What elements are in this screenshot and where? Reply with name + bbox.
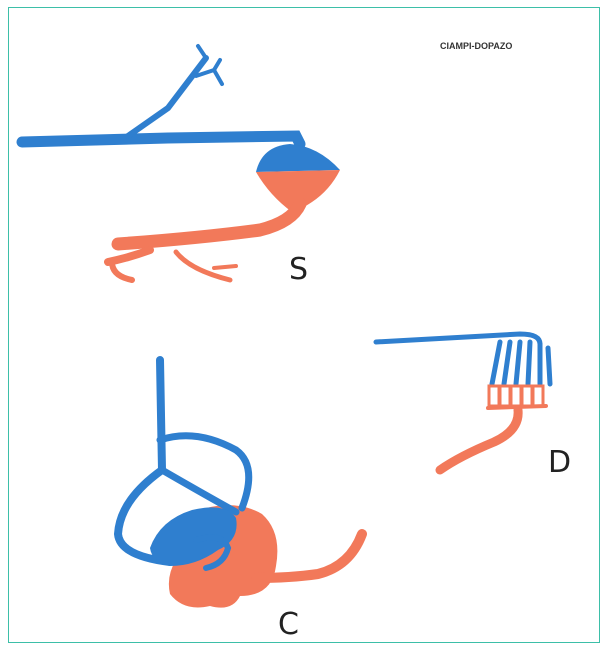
- s-dendrite-hook: [112, 262, 132, 280]
- d-presynaptic-fingers: [492, 342, 550, 384]
- synapse-d-drawing: [376, 334, 550, 470]
- figure-label-s: S: [289, 255, 308, 285]
- s-branch-right: [196, 70, 222, 84]
- s-branch-trunk: [128, 58, 206, 136]
- synapse-c-drawing: [118, 360, 362, 608]
- c-axon-loop-mid: [162, 470, 236, 512]
- synapse-s-drawing: [22, 46, 340, 280]
- s-presynaptic-cap: [256, 144, 340, 172]
- d-dendrite: [440, 410, 518, 470]
- s-axon: [22, 136, 300, 144]
- c-axon-stem: [160, 360, 162, 470]
- figure-label-c: C: [278, 610, 299, 640]
- author-credit: CIAMPI-DOPAZO: [440, 41, 512, 51]
- s-branch-left: [198, 46, 206, 58]
- d-postsynaptic-pads: [489, 386, 543, 406]
- d-axon: [376, 334, 540, 344]
- figure-label-d: D: [548, 448, 571, 478]
- s-dendrite: [118, 204, 300, 244]
- s-dendrite-toe: [214, 266, 236, 268]
- s-branch-tip: [214, 60, 220, 70]
